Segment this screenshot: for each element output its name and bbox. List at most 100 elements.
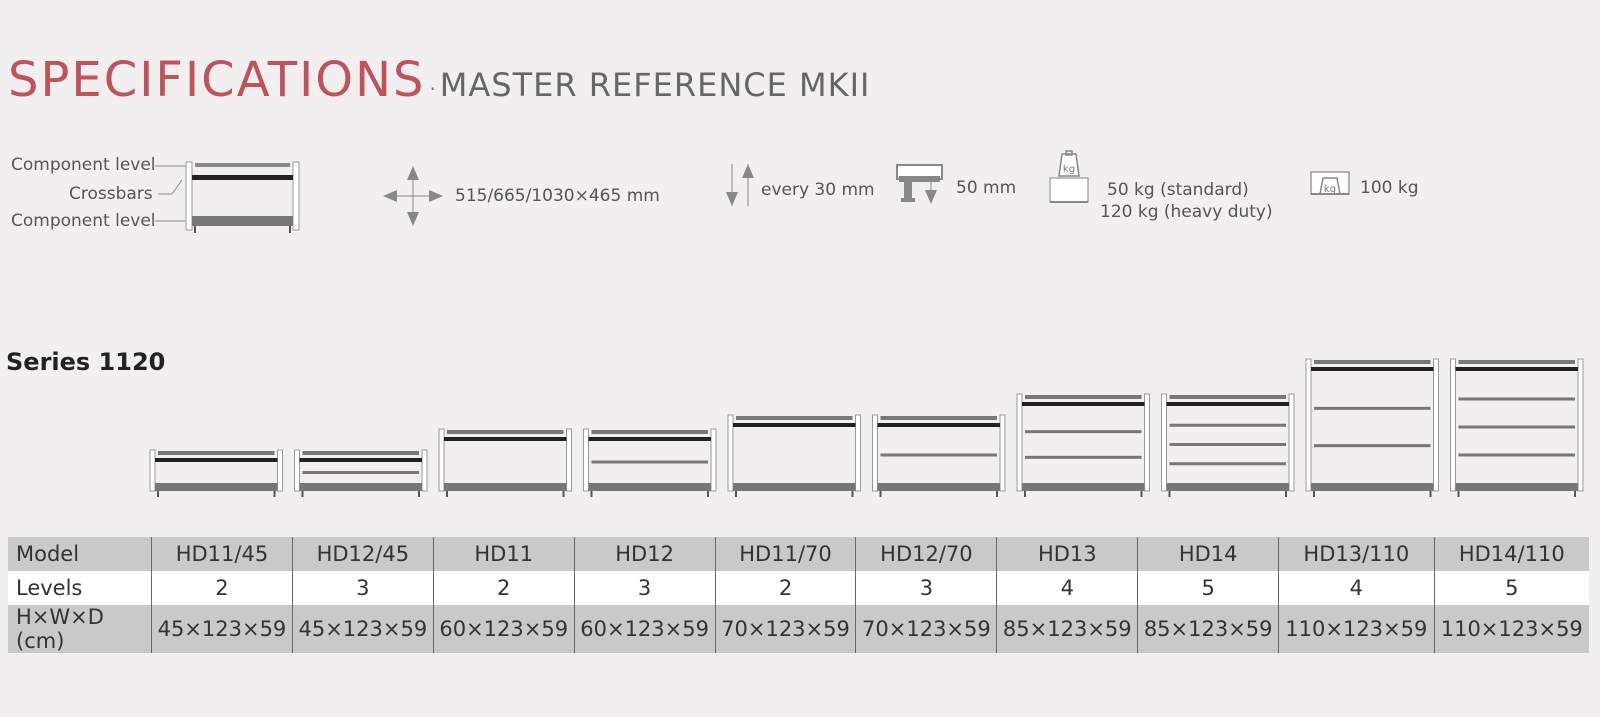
cell-levels-7: 5 [1137,571,1279,605]
height-adjust-icon [726,164,754,206]
cell-size-3: 60×123×59 [573,605,716,653]
rack-1-top-shelf [302,451,419,455]
rack-8-post-left [1305,358,1312,492]
rack-5-mid-shelf-1 [880,453,997,457]
title-separator: · [429,77,436,101]
cell-model-3: HD12 [573,537,716,571]
cell-size-4: 70×123×59 [714,605,856,653]
rack-9-post-left [1450,358,1456,492]
rack-illustrations [149,358,1584,497]
rack-6-mid-shelf-1 [1025,430,1142,434]
cell-size-5: 70×123×59 [855,605,997,653]
spec-load-standard: 50 kg (standard) [1107,180,1249,200]
row-label-levels: Levels [8,571,152,605]
rack-0-post-left [149,449,156,492]
cell-model-8: HD13/110 [1278,537,1435,571]
rack-7-mid-shelf-1 [1169,423,1286,427]
rack-3-mid-shelf-1 [591,460,708,464]
rack-0-bottom-shelf [155,483,278,491]
title-product-name: MASTER REFERENCE MKII [439,66,871,104]
cell-size-0: 45×123×59 [151,605,293,653]
cell-levels-8: 4 [1278,571,1435,605]
cell-size-6: 85×123×59 [996,605,1138,653]
rack-7-mid-shelf-2 [1169,443,1286,446]
rack-1-mid-shelf-1 [302,471,419,474]
cell-size-8: 110×123×59 [1278,605,1435,653]
label-component-level-bottom: Component level [11,211,156,231]
rack-0-top-shelf [158,451,275,455]
rack-1-post-right [421,449,428,492]
rack-7-top-shelf [1169,395,1286,399]
rack-2-crossbar [444,437,567,441]
rack-1-post-left [294,449,300,492]
rack-9-top-shelf [1458,360,1575,364]
spec-dimensions: 515/665/1030×465 mm [455,186,660,206]
cell-levels-3: 3 [573,571,716,605]
cell-size-2: 60×123×59 [432,605,575,653]
rack-6-top-shelf [1025,395,1142,399]
rack-9-mid-shelf-3 [1458,453,1575,457]
rack-9-mid-shelf-2 [1458,425,1575,429]
rack-4-post-left [727,414,734,492]
cell-model-1: HD12/45 [291,537,434,571]
row-label-size: H×W×D (cm) [8,605,152,653]
rack-2-top-shelf [447,430,564,434]
rack-8-post-right [1433,358,1439,492]
rack-7-mid-shelf-3 [1169,462,1286,466]
rack-4-post-right [855,414,861,492]
cell-size-1: 45×123×59 [291,605,434,653]
rack-diagram-icon [155,161,300,233]
rack-6-post-left [1016,393,1023,492]
rack-4-crossbar [733,423,856,427]
spec-spike-height: 50 mm [956,178,1017,198]
rack-7-post-right [1288,393,1295,492]
cell-levels-1: 3 [291,571,434,605]
rack-5-crossbar [877,423,1000,427]
rack-6-crossbar [1022,402,1145,406]
rack-7-post-left [1161,393,1167,492]
cell-levels-6: 4 [996,571,1138,605]
rack-4-top-shelf [736,416,853,420]
cell-model-9: HD14/110 [1433,537,1589,571]
rack-3-crossbar [588,437,711,441]
cell-levels-2: 2 [432,571,575,605]
rack-0-post-right [277,449,283,492]
rack-7-crossbar [1166,402,1289,406]
series-title: Series 1120 [6,348,166,376]
row-label-model: Model [8,537,152,571]
label-component-level-top: Component level [11,155,156,175]
shelf-load-weight-icon: kg [1049,150,1089,203]
weight-icon-text-2: kg [1324,184,1336,195]
rack-1-crossbar [299,458,422,462]
cell-levels-0: 2 [151,571,293,605]
rack-7-bottom-shelf [1166,483,1289,491]
rack-5-bottom-shelf [877,483,1000,491]
cell-levels-4: 2 [714,571,856,605]
rack-8-bottom-shelf [1311,483,1434,491]
dimensions-arrows-icon [383,166,443,226]
cell-model-6: HD13 [996,537,1138,571]
rack-2-post-left [438,428,445,492]
rack-5-post-right [999,414,1006,492]
cell-model-2: HD11 [432,537,575,571]
spec-load-heavy-duty: 120 kg (heavy duty) [1100,202,1273,222]
weight-icon-text: kg [1063,164,1075,175]
rack-8-mid-shelf-1 [1314,406,1431,410]
rack-9-crossbar [1455,367,1578,371]
page-title: SPECIFICATIONS·MASTER REFERENCE MKII [8,52,870,108]
rack-4-bottom-shelf [733,483,856,491]
rack-6-bottom-shelf [1022,483,1145,491]
rack-5-top-shelf [880,416,997,420]
rack-8-top-shelf [1314,360,1431,364]
rack-0-crossbar [155,458,278,462]
spec-adjust-interval: every 30 mm [761,180,875,200]
rack-1-bottom-shelf [299,483,422,491]
rack-9-mid-shelf-1 [1458,397,1575,401]
cell-levels-9: 5 [1433,571,1589,605]
rack-2-bottom-shelf [444,483,567,491]
cell-size-7: 85×123×59 [1137,605,1279,653]
